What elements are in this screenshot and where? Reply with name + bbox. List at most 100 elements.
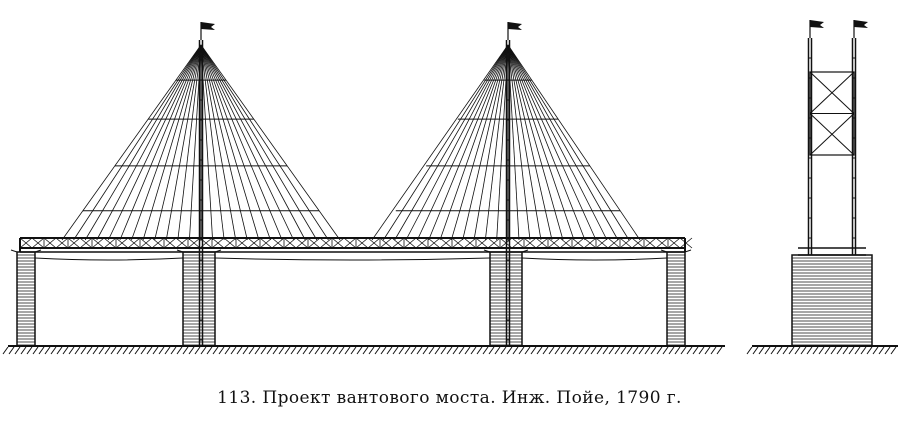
ground-hatch bbox=[500, 346, 507, 355]
ground-hatch bbox=[224, 346, 231, 355]
ground-hatch bbox=[668, 346, 675, 355]
deck-lattice bbox=[235, 237, 249, 249]
stay-cable bbox=[131, 44, 202, 241]
stay-cable bbox=[450, 44, 509, 241]
ground-hatch bbox=[326, 346, 333, 355]
ground-hatch bbox=[608, 346, 615, 355]
ground-hatch bbox=[320, 346, 327, 355]
ground-hatch bbox=[176, 346, 183, 355]
deck-arch-line bbox=[521, 257, 668, 261]
ground-hatch bbox=[434, 346, 441, 355]
ground-hatch bbox=[188, 346, 195, 355]
ground-hatch bbox=[458, 346, 465, 355]
ground-hatch bbox=[530, 346, 537, 355]
ground-hatch bbox=[812, 346, 819, 355]
deck-lattice bbox=[115, 237, 129, 249]
ground-hatch bbox=[260, 346, 267, 355]
ground-hatch bbox=[230, 346, 237, 355]
ground-hatch bbox=[128, 346, 135, 355]
ground-hatch bbox=[392, 346, 399, 355]
ground-hatch bbox=[182, 346, 189, 355]
ground-hatch bbox=[878, 346, 885, 355]
ground-hatch bbox=[308, 346, 315, 355]
ground-hatch bbox=[476, 346, 483, 355]
ground-hatch bbox=[506, 346, 513, 355]
ground-hatch bbox=[626, 346, 633, 355]
stay-cable bbox=[200, 44, 318, 241]
deck-lattice bbox=[547, 237, 561, 249]
ground-hatch bbox=[788, 346, 795, 355]
ground-hatch bbox=[632, 346, 639, 355]
stay-cable bbox=[119, 44, 202, 241]
bridge-deck bbox=[19, 237, 693, 253]
ground-hatch bbox=[824, 346, 831, 355]
ground-hatch bbox=[284, 346, 291, 355]
deck-lattice bbox=[31, 237, 45, 249]
deck-lattice bbox=[343, 237, 357, 249]
stay-cable bbox=[405, 44, 509, 241]
pier-left-abutment bbox=[16, 251, 36, 347]
stay-cable bbox=[507, 44, 619, 241]
deck-lattice bbox=[223, 237, 237, 249]
flag-icon bbox=[201, 22, 215, 30]
pier-cap bbox=[214, 249, 222, 253]
ground-hatch bbox=[134, 346, 141, 355]
deck-lattice bbox=[511, 237, 525, 249]
flag-icon bbox=[854, 20, 868, 28]
ground-hatch bbox=[836, 346, 843, 355]
ground-hatch bbox=[86, 346, 93, 355]
ground-hatch bbox=[200, 346, 207, 355]
pier-cap bbox=[521, 249, 529, 253]
stay-cable bbox=[382, 44, 509, 241]
pier-right-abutment bbox=[666, 251, 686, 347]
ground-hatch bbox=[746, 346, 753, 355]
ground-hatch bbox=[848, 346, 855, 355]
deck-lattice bbox=[103, 237, 117, 249]
ground-hatch bbox=[380, 346, 387, 355]
ground-hatch bbox=[686, 346, 693, 355]
deck-lattice bbox=[427, 237, 441, 249]
ground-hatch bbox=[644, 346, 651, 355]
deck-lattice bbox=[439, 237, 453, 249]
ground-hatch bbox=[758, 346, 765, 355]
ground-hatch bbox=[692, 346, 699, 355]
deck-lattice bbox=[571, 237, 585, 249]
deck-lattice bbox=[295, 237, 309, 249]
ground-hatch bbox=[884, 346, 891, 355]
stay-cable bbox=[507, 44, 531, 241]
ground-hatch bbox=[698, 346, 705, 355]
ground-hatch bbox=[8, 346, 15, 355]
stay-cable bbox=[200, 44, 225, 241]
stay-cable bbox=[61, 44, 202, 241]
deck-lattice bbox=[679, 237, 693, 249]
ground-hatch bbox=[842, 346, 849, 355]
stay-cable bbox=[439, 44, 509, 241]
ground-hatch bbox=[14, 346, 21, 355]
stay-cable bbox=[177, 44, 202, 241]
deck-lattice bbox=[643, 237, 657, 249]
figure-caption: 113. Проект вантового моста. Инж. Пойе, … bbox=[217, 388, 682, 408]
ground-hatch bbox=[680, 346, 687, 355]
deck-lattice bbox=[583, 237, 597, 249]
ground-hatch bbox=[302, 346, 309, 355]
ground-hatch bbox=[650, 346, 657, 355]
deck-lattice bbox=[607, 237, 621, 249]
deck-lattice bbox=[667, 237, 681, 249]
deck-lattice bbox=[79, 237, 93, 249]
stay-cable bbox=[200, 44, 283, 241]
ground-hatch bbox=[710, 346, 717, 355]
ground-hatch bbox=[152, 346, 159, 355]
ground-hatch bbox=[68, 346, 75, 355]
ground-hatch bbox=[404, 346, 411, 355]
deck-lattice bbox=[163, 237, 177, 249]
ground-hatch bbox=[716, 346, 723, 355]
deck-lattice bbox=[259, 237, 273, 249]
stay-cable bbox=[200, 44, 271, 241]
ground-hatch bbox=[368, 346, 375, 355]
ground-hatch bbox=[572, 346, 579, 355]
stay-cable bbox=[154, 44, 202, 241]
stay-cable bbox=[371, 44, 509, 241]
ground-hatch bbox=[800, 346, 807, 355]
ground-hatch bbox=[470, 346, 477, 355]
